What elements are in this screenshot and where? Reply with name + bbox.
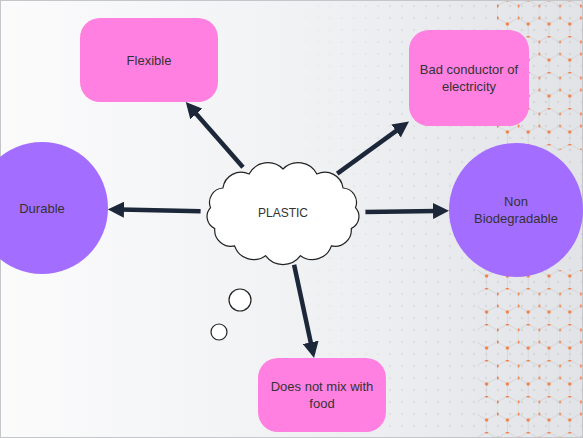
arrow-connector [365, 209, 437, 214]
property-label: Flexible [127, 52, 172, 69]
circle-outline [449, 143, 583, 277]
central-cloud: PLASTIC [198, 158, 368, 268]
text-group: Bad conductor of electricity [419, 61, 519, 95]
topic-label: PLASTIC [258, 205, 308, 222]
circle-fill [0, 142, 108, 274]
property-circle: Durable [0, 142, 108, 274]
text-group: PLASTIC [223, 205, 343, 222]
arrow-connector [337, 129, 399, 174]
property-label: Non Biodegradable [469, 193, 564, 227]
property-label: Durable [19, 200, 65, 217]
arrow-connector [194, 111, 243, 167]
property-box: Flexible [80, 18, 218, 102]
property-circle: Non Biodegradable [449, 143, 583, 277]
cloud-fill [207, 163, 359, 265]
arrow-connector [120, 210, 201, 212]
hexagon-chain [478, 270, 583, 438]
circle-fill [449, 143, 583, 277]
property-label: Does not mix with food [270, 378, 375, 412]
arrow-connector [294, 265, 311, 346]
text-group: Does not mix with food [270, 378, 375, 412]
text-group: Durable [0, 200, 92, 217]
thought-bubble [211, 324, 227, 340]
text-group: Non Biodegradable [469, 193, 564, 227]
property-box: Bad conductor of electricity [409, 30, 529, 126]
property-box: Does not mix with food [258, 358, 386, 432]
property-label: Bad conductor of electricity [419, 61, 519, 95]
thought-bubble [229, 289, 251, 311]
text-group: Flexible [89, 52, 209, 69]
